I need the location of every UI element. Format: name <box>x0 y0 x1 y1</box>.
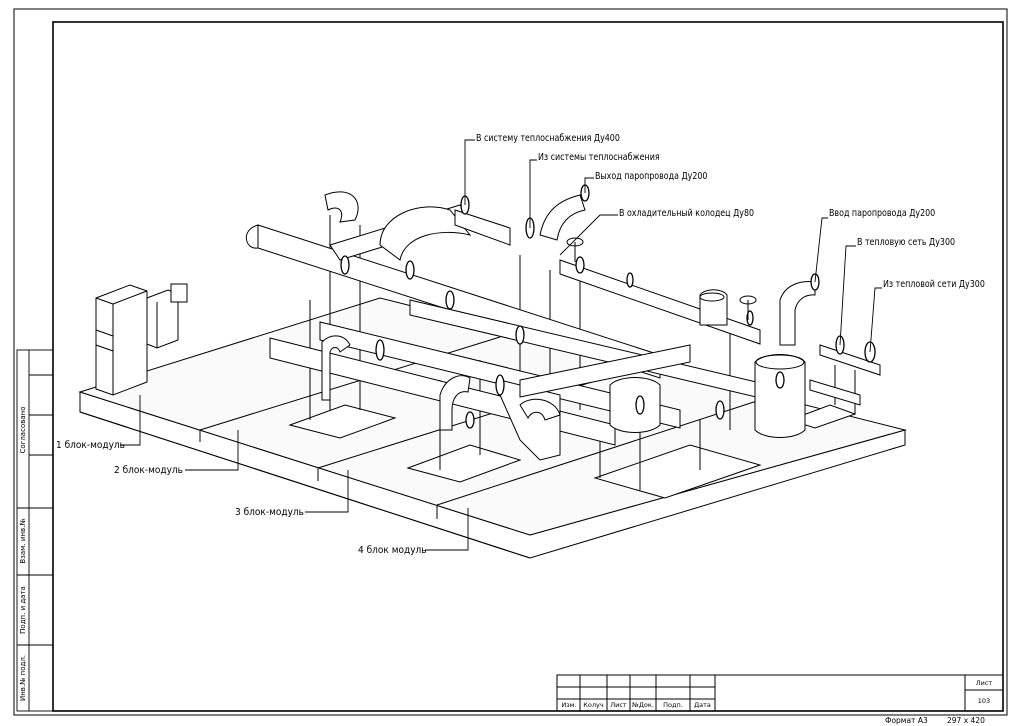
tb-sheet-label: Лист <box>975 679 993 687</box>
module-label-3: 3 блок-модуль <box>235 507 304 518</box>
title-block <box>556 674 1004 712</box>
control-cabinets <box>95 283 188 396</box>
callout-heat-supply-out: Из системы теплоснабжения <box>538 152 660 163</box>
outer-border <box>13 8 1008 716</box>
valves <box>566 237 805 370</box>
callout-heat-supply-in: В систему теплоснабжения Ду400 <box>476 133 620 144</box>
tb-kol-uch: Колуч <box>583 701 604 709</box>
tb-data: Дата <box>694 701 711 709</box>
callout-heat-net-out: Из тепловой сети Ду300 <box>883 279 985 290</box>
stamp-sign-date: Подп. и дата <box>19 586 27 634</box>
tb-doc-no: №Док. <box>632 701 654 709</box>
stamp-agreed: Согласовано <box>19 406 27 454</box>
leader-lines <box>120 139 882 551</box>
equipment-frames <box>288 215 857 499</box>
side-stamp <box>16 349 54 712</box>
callout-steam-inlet: Ввод паропровода Ду200 <box>829 208 936 219</box>
tb-izm: Изм. <box>561 701 577 709</box>
module-label-1: 1 блок-модуль <box>56 440 125 451</box>
module-label-4: 4 блок модуль <box>358 545 427 556</box>
tb-list: Лист <box>610 701 627 709</box>
tb-sheet-number: 103 <box>977 697 991 705</box>
callout-heat-net-in: В тепловую сеть Ду300 <box>857 237 956 248</box>
callout-steam-outlet: Выход паропровода Ду200 <box>595 171 708 182</box>
callout-cooling-well: В охладительный колодец Ду80 <box>619 208 755 219</box>
stamp-replaced-inv: Взам. инв.№ <box>19 518 27 564</box>
footer-size: 297 х 420 <box>947 716 985 725</box>
stamp-inv-orig: Инв.№ подл. <box>19 654 27 702</box>
footer-format: Формат А3 <box>885 716 928 725</box>
tb-podp: Подп. <box>663 701 683 709</box>
module-label-2: 2 блок-модуль <box>114 465 183 476</box>
flanges <box>340 184 876 429</box>
